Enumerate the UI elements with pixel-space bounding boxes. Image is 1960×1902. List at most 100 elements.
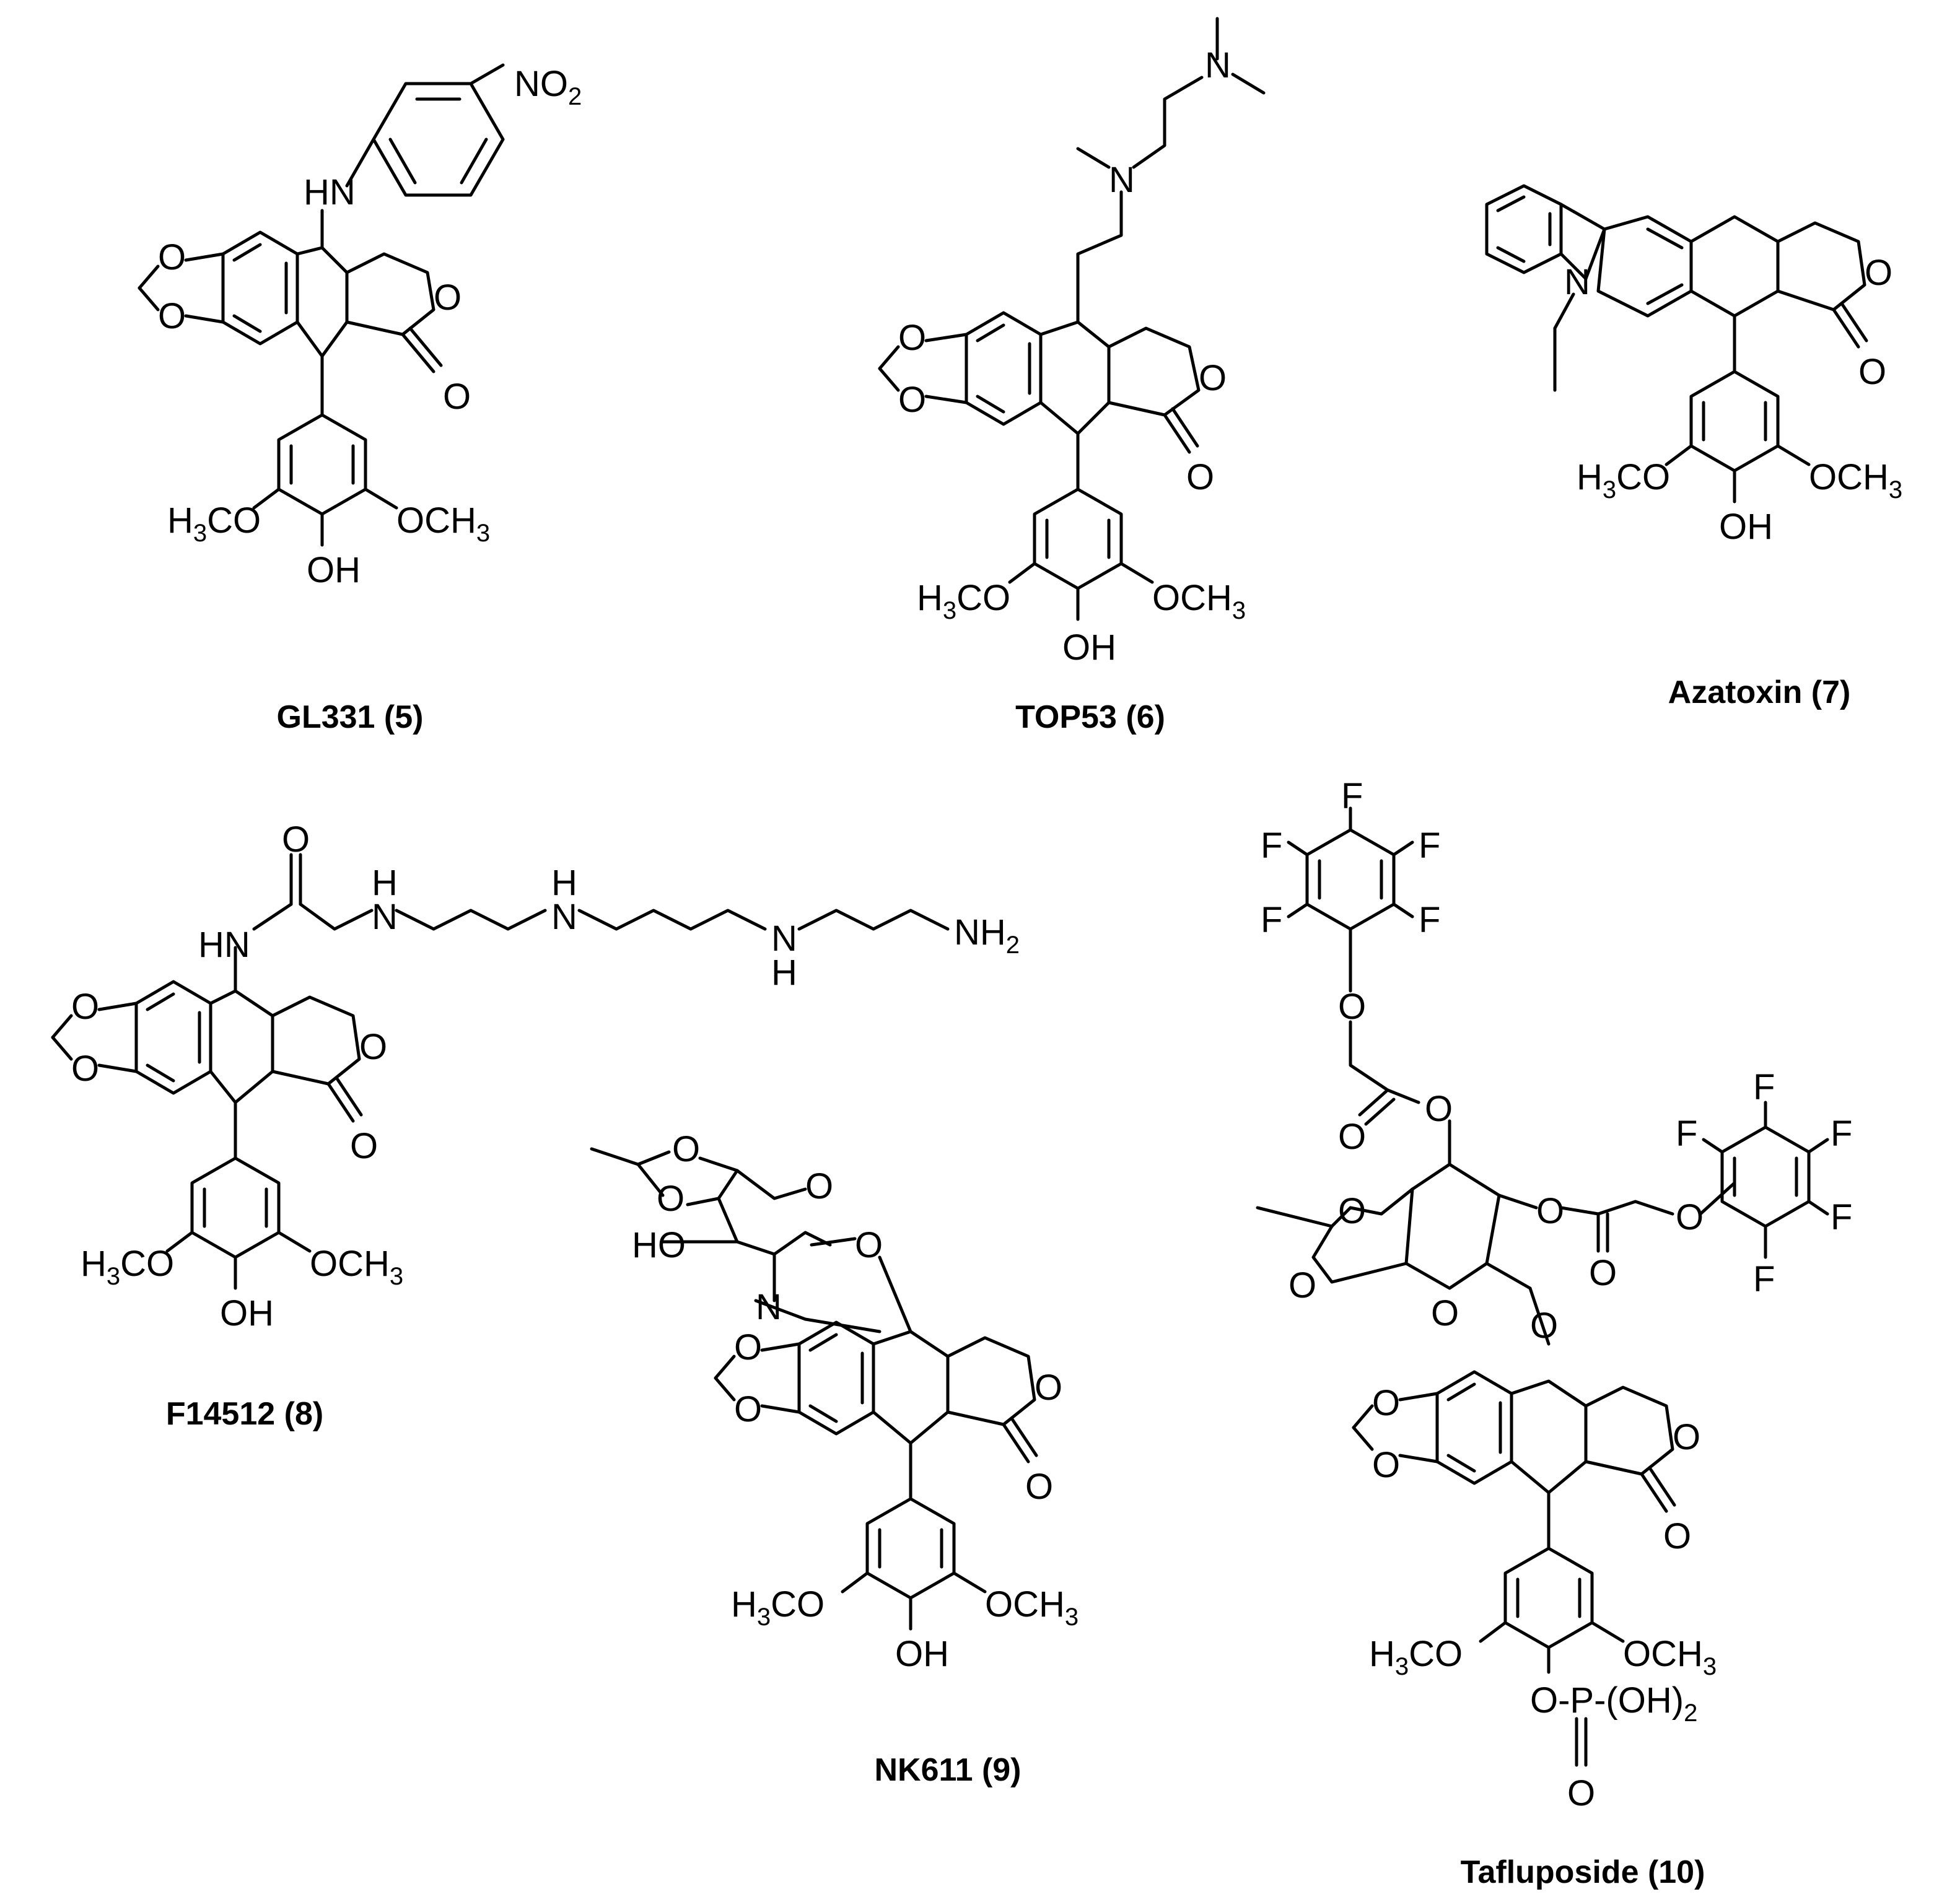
svg-text:O-P-(OH)2: O-P-(OH)2 (1530, 1680, 1697, 1727)
lactone-oxygen: O (1673, 1417, 1700, 1457)
hydroxyl-label: OH (1719, 507, 1773, 547)
methoxy-right-subscript: 3 (1889, 476, 1902, 504)
hydroxyl-label: OH (1062, 627, 1116, 668)
methoxy-left-h: H (917, 578, 943, 618)
lactone-oxygen: O (1199, 358, 1227, 398)
svg-text:H3CO: H3CO (167, 500, 261, 547)
methoxy-right-subscript: 3 (1703, 1653, 1717, 1680)
sugar-oxygen-1: O (672, 1129, 700, 1169)
methoxy-left-subscript: 3 (107, 1263, 120, 1290)
sugar-oxygen-3: O (805, 1166, 833, 1206)
ring-oxygen-2: O (898, 380, 926, 420)
svg-text:NH2: NH2 (954, 912, 1020, 959)
methoxy-left-tail: CO (120, 1244, 174, 1284)
acetal-oxygen-1: O (1338, 1191, 1366, 1231)
molecule-azatoxin: N O O H3CO OCH3 OH Azatoxin (7) (1485, 184, 1902, 710)
amine-3-h: H (771, 953, 797, 993)
carbonyl-oxygen: O (1186, 457, 1214, 497)
caption-nk611: NK611 (9) (875, 1752, 1022, 1788)
svg-text:OCH3: OCH3 (310, 1244, 403, 1290)
lactone-oxygen: O (1035, 1368, 1062, 1408)
svg-text:OCH3: OCH3 (1152, 578, 1246, 624)
molecule-nk611: O O O O HO N O O O O H3CO OCH3 OH NK611 … (590, 1129, 1078, 1788)
hydroxyl-label: OH (895, 1634, 949, 1674)
fluorine-4: F (1261, 900, 1282, 940)
fluorine-2: F (1261, 826, 1282, 866)
ring-oxygen-1: O (71, 987, 99, 1027)
fluorine-8: F (1831, 1114, 1852, 1154)
glycoside-oxygen: O (855, 1225, 883, 1265)
amine-3-n: N (771, 918, 797, 959)
molecule-gl331: NO2 HN O O O O H3CO OCH3 OH GL331 (5) (138, 63, 582, 735)
ether-oxygen-1: O (1338, 987, 1366, 1027)
ring-oxygen-1: O (1372, 1383, 1400, 1423)
acetal-oxygen-2: O (1288, 1265, 1316, 1306)
methoxy-right-label: OCH (985, 1584, 1065, 1625)
svg-text:OCH3: OCH3 (985, 1584, 1078, 1631)
caption-f14512: F14512 (8) (166, 1396, 323, 1432)
methoxy-left-tail: CO (1616, 457, 1670, 497)
pyran-oxygen: O (1431, 1293, 1459, 1333)
caption-azatoxin: Azatoxin (7) (1668, 674, 1851, 710)
sugar-oxygen-2: O (657, 1179, 685, 1219)
ether-oxygen-2: O (1676, 1197, 1704, 1237)
methoxy-left-h: H (731, 1584, 757, 1625)
amide-oxygen: O (282, 819, 310, 860)
methoxy-right-label: OCH (1152, 578, 1232, 618)
amine-label: HN (304, 172, 356, 212)
svg-text:H3CO: H3CO (1369, 1634, 1463, 1680)
fluorine-9: F (1831, 1197, 1852, 1237)
methoxy-left-h: H (1577, 457, 1603, 497)
hydroxyl-label: OH (220, 1293, 274, 1333)
methoxy-right-label: OCH (396, 500, 476, 541)
ester-1-carbonyl-o: O (1338, 1117, 1366, 1157)
caption-top53: TOP53 (6) (1015, 699, 1165, 735)
svg-text:H3CO: H3CO (1577, 457, 1670, 504)
methoxy-left-subscript: 3 (193, 520, 207, 547)
carbonyl-oxygen: O (1025, 1467, 1053, 1507)
carbonyl-oxygen: O (350, 1126, 378, 1166)
svg-text:H3CO: H3CO (917, 578, 1010, 624)
svg-text:OCH3: OCH3 (1623, 1634, 1717, 1680)
molecule-top53: N N O O O O H3CO OCH3 OH TOP53 (6) (878, 17, 1266, 735)
nitro-subscript: 2 (568, 83, 582, 110)
n-top-label: N (1205, 45, 1231, 85)
methoxy-right-subscript: 3 (1232, 597, 1246, 624)
methoxy-left-subscript: 3 (757, 1603, 771, 1631)
svg-text:OCH3: OCH3 (396, 500, 490, 547)
carbonyl-oxygen: O (1663, 1516, 1691, 1556)
ester-1-oxygen: O (1425, 1089, 1453, 1129)
methoxy-left-h: H (81, 1244, 107, 1284)
caption-gl331: GL331 (5) (277, 699, 424, 735)
methoxy-right-subscript: 3 (390, 1263, 403, 1290)
amine-1-h: H (372, 863, 398, 903)
methoxy-right-label: OCH (1623, 1634, 1703, 1674)
lactone-oxygen: O (359, 1027, 387, 1067)
methoxy-left-subscript: 3 (1395, 1653, 1409, 1680)
methoxy-left-tail: CO (771, 1584, 825, 1625)
n-mid-label: N (1109, 160, 1135, 200)
sugar-hydroxyl: HO (632, 1225, 686, 1265)
fluorine-5: F (1419, 900, 1440, 940)
lactone-oxygen: O (1865, 253, 1892, 293)
fluorine-10: F (1753, 1259, 1775, 1299)
molecule-tafluposide: F F F F F O O O O O O O O O O F F F F F … (1256, 776, 1852, 1890)
ester-2-oxygen: O (1536, 1191, 1564, 1231)
methoxy-right-subscript: 3 (1065, 1603, 1078, 1631)
amide-nh: HN (198, 925, 250, 965)
ring-oxygen-1: O (158, 237, 186, 277)
methoxy-right-label: OCH (310, 1244, 390, 1284)
ring-oxygen-1: O (898, 318, 926, 358)
fluorine-3: F (1419, 826, 1440, 866)
indole-n-label: N (1564, 262, 1590, 302)
molecule-f14512: O HN H N H N N H NH2 O O O O H3CO OCH3 O… (51, 819, 1020, 1432)
amine-2-h: H (551, 863, 577, 903)
methoxy-left-tail: CO (1409, 1634, 1463, 1674)
methoxy-right-subscript: 3 (476, 520, 490, 547)
amine-1-n: N (372, 897, 398, 937)
methoxy-left-tail: CO (207, 500, 261, 541)
methoxy-left-tail: CO (956, 578, 1010, 618)
ring-oxygen-2: O (158, 296, 186, 336)
phosphoryl-oxygen: O (1567, 1773, 1595, 1813)
